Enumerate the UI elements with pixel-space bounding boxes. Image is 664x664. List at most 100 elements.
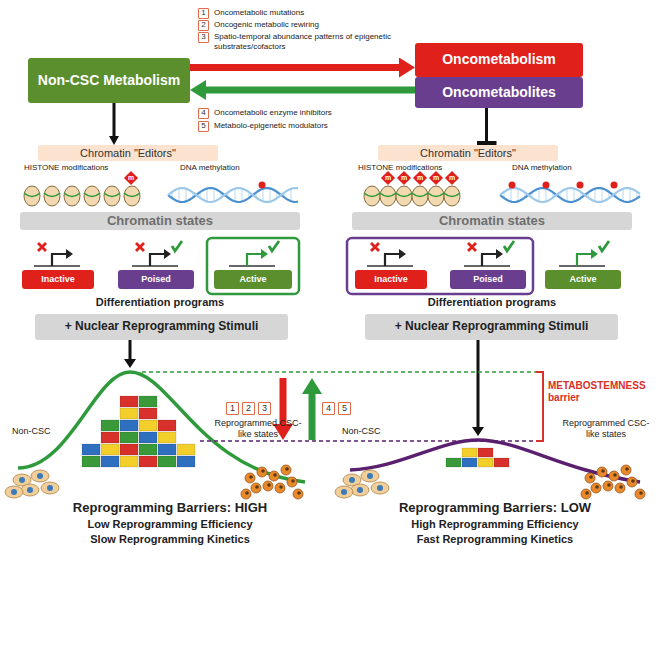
- process-box: Poised: [450, 270, 526, 289]
- annotation-label: Slow Reprogramming Kinetics: [20, 533, 320, 546]
- dna-rung: [546, 189, 547, 202]
- dna-methyl-dot: [611, 182, 618, 189]
- non-csc-cell: [5, 486, 23, 498]
- inhibition-connector: [485, 108, 488, 145]
- callout-number: 5: [342, 404, 347, 414]
- gene-icon: [464, 241, 514, 266]
- methyl-mark: [381, 171, 395, 185]
- arrow-connector: [190, 64, 399, 71]
- cell-nucleus: [589, 475, 593, 479]
- check-mark: [172, 241, 182, 251]
- lego-brick: [82, 456, 100, 467]
- stimulus-arrow: [477, 340, 480, 428]
- dna-rung: [291, 189, 292, 201]
- cell-nucleus: [297, 491, 301, 495]
- lego-brick: [120, 444, 138, 455]
- lego-brick: [462, 458, 477, 467]
- dna-strand: [168, 188, 298, 202]
- cell-nucleus: [585, 491, 589, 495]
- box-label: Inactive: [41, 275, 75, 285]
- cell-nucleus: [607, 483, 611, 487]
- cell-nucleus: [619, 485, 623, 489]
- csc-like-cell: [627, 477, 637, 487]
- dna-wrap: [64, 193, 80, 197]
- dna-methyl-dot: [259, 182, 266, 189]
- annotation-label: DNA methylation: [512, 163, 622, 173]
- cell-nucleus: [273, 473, 277, 477]
- box-label: Poised: [141, 275, 171, 285]
- annotation-label: Reprogrammed CSC-like states: [212, 418, 304, 440]
- callout-box: 1: [226, 402, 239, 415]
- promoter-arrow: [247, 254, 261, 266]
- non-csc-cell: [41, 482, 59, 494]
- cell-nucleus: [261, 469, 265, 473]
- methyl-mark: [445, 171, 459, 185]
- stimulus-arrowhead: [124, 359, 136, 368]
- dna-wrap: [412, 193, 428, 197]
- cell-nucleus: [639, 491, 643, 495]
- check-mark: [504, 241, 514, 251]
- lego-brick: [139, 408, 157, 419]
- box-label: Chromatin "Editors": [80, 147, 176, 159]
- csc-like-cell: [281, 465, 291, 475]
- box-label: Active: [239, 275, 266, 285]
- cell-nucleus: [341, 489, 347, 495]
- callout-number: 3: [201, 33, 205, 42]
- methyl-letter: m: [383, 173, 393, 183]
- callout-number: 1: [230, 404, 235, 414]
- process-box: Oncometabolites: [415, 77, 583, 108]
- methyl-mark: [413, 171, 427, 185]
- inactive-poised-outline: [347, 238, 533, 294]
- dna-wrap: [124, 193, 140, 197]
- lego-brick: [446, 458, 461, 467]
- dna-wrap: [396, 193, 412, 197]
- non-csc-cell: [31, 470, 49, 482]
- annotation-label: Low Reprogramming Efficiency: [20, 518, 320, 531]
- callout-number: 4: [326, 404, 331, 414]
- lego-brick: [120, 420, 138, 431]
- barrier-curve-high: [18, 372, 305, 482]
- annotation-label: Non-CSC: [12, 426, 72, 437]
- process-box: Poised: [118, 270, 194, 289]
- box-label: Poised: [473, 275, 503, 285]
- dna-rung: [270, 188, 271, 201]
- non-csc-cell: [361, 470, 379, 482]
- process-box: Inactive: [355, 270, 427, 289]
- dna-wrap: [24, 193, 40, 197]
- process-box: Inactive: [22, 270, 94, 289]
- methyl-mark: [429, 171, 443, 185]
- non-csc-cell: [335, 486, 353, 498]
- callout-number: 2: [246, 404, 251, 414]
- promoter-arrowhead: [496, 249, 503, 259]
- box-label: Chromatin states: [439, 214, 545, 228]
- process-box: Oncometabolism: [415, 43, 583, 77]
- nucleosome: [104, 186, 120, 206]
- lego-brick: [139, 444, 157, 455]
- csc-like-cell: [275, 483, 285, 493]
- promoter-arrowhead: [591, 249, 598, 259]
- dna-rung: [242, 188, 243, 201]
- callout-box: 2Oncogenic metabolic rewiring: [198, 20, 209, 31]
- callout-box: 3Spatio-temporal abundance patterns of e…: [198, 32, 209, 43]
- nucleosome: [124, 186, 140, 206]
- callout-number: 3: [262, 404, 267, 414]
- cell-nucleus: [595, 485, 599, 489]
- callout-number: 2: [201, 21, 205, 30]
- dna-wrap: [364, 193, 380, 197]
- cell-nucleus: [245, 491, 249, 495]
- lego-brick: [101, 432, 119, 443]
- lego-brick: [158, 420, 176, 431]
- cell-nucleus: [601, 469, 605, 473]
- nucleosome: [364, 186, 380, 206]
- cell-nucleus: [267, 483, 271, 487]
- promoter-arrow: [482, 254, 496, 266]
- promoter-arrow: [577, 254, 591, 266]
- dna-methyl-dot: [543, 182, 550, 189]
- callout-box: 2: [242, 402, 255, 415]
- cell-nucleus: [631, 479, 635, 483]
- box-label: Inactive: [374, 275, 408, 285]
- annotation-label: METABOSTEMNESS barrier: [548, 380, 660, 404]
- stimulus-arrow: [129, 340, 132, 360]
- process-box: Active: [545, 270, 621, 289]
